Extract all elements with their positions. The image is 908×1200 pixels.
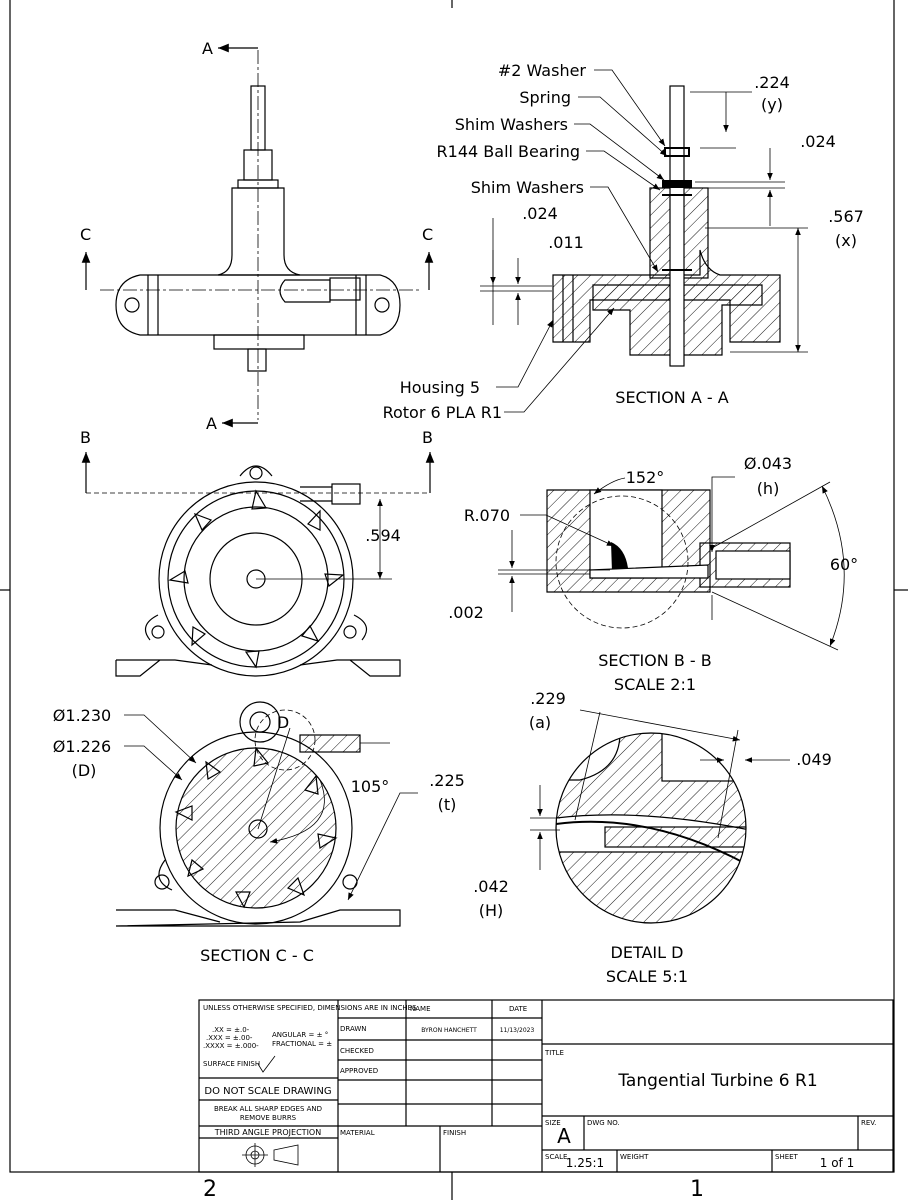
sheet-label: SHEET xyxy=(775,1153,799,1161)
radius-070: R.070 xyxy=(464,506,510,525)
cut-a-top-label: A xyxy=(202,39,213,58)
cut-b-left-label: B xyxy=(80,428,91,447)
front-view: A A C C xyxy=(80,39,434,433)
finish-label: FINISH xyxy=(443,1129,466,1137)
section-bb-scale: SCALE 2:1 xyxy=(614,675,696,694)
col-name: NAME xyxy=(410,1005,431,1013)
dia-043: Ø.043 xyxy=(744,454,792,473)
title-label: TITLE xyxy=(544,1049,564,1057)
drawing-title: Tangential Turbine 6 R1 xyxy=(617,1071,817,1091)
rotor-blades-section xyxy=(174,746,338,909)
dim-t: (t) xyxy=(438,795,457,814)
cut-c-right-label: C xyxy=(422,225,433,244)
tol-fractional: FRACTIONAL = ± xyxy=(272,1040,332,1048)
material-label: MATERIAL xyxy=(340,1129,375,1137)
callout-ball-bearing: R144 Ball Bearing xyxy=(437,142,580,161)
cut-c-left-label: C xyxy=(80,225,91,244)
do-not-scale: DO NOT SCALE DRAWING xyxy=(204,1086,331,1097)
dim-y: (y) xyxy=(761,95,783,114)
drawn-name: BYRON HANCHETT xyxy=(421,1027,477,1034)
tolerance-header: UNLESS OTHERWISE SPECIFIED, DIMENSIONS A… xyxy=(203,1004,417,1012)
surface-finish-icon xyxy=(257,1055,276,1073)
zone-label-1: 1 xyxy=(690,1177,704,1200)
zone-label-2: 2 xyxy=(203,1177,217,1200)
sheet-number: 1 of 1 xyxy=(820,1156,854,1170)
projection-label: THIRD ANGLE PROJECTION xyxy=(214,1128,321,1137)
dim-024-right: .024 xyxy=(800,132,836,151)
dim-D: (D) xyxy=(72,761,97,780)
dia-1230: Ø1.230 xyxy=(53,706,111,725)
dim-h: (h) xyxy=(757,479,780,498)
rotor-blades-top xyxy=(168,489,345,669)
col-date: DATE xyxy=(509,1005,527,1013)
drawing-scale: 1.25:1 xyxy=(566,1156,604,1170)
detail-d-title: DETAIL D xyxy=(611,943,684,962)
dim-H: (H) xyxy=(479,901,504,920)
callout-spring: Spring xyxy=(519,88,571,107)
sheet-size: A xyxy=(557,1124,571,1148)
third-angle-projection-icon xyxy=(242,1143,299,1167)
cut-b-right-label: B xyxy=(422,428,433,447)
dim-049: .049 xyxy=(796,750,832,769)
dim-224: .224 xyxy=(754,73,790,92)
section-aa-title: SECTION A - A xyxy=(615,388,728,407)
section-cc-title: SECTION C - C xyxy=(200,946,314,965)
cut-a-bottom-label: A xyxy=(206,414,217,433)
callout-rotor: Rotor 6 PLA R1 xyxy=(383,403,502,422)
callout-shim-washers-1: Shim Washers xyxy=(455,115,568,134)
approved-label: APPROVED xyxy=(340,1067,378,1075)
section-bb-title: SECTION B - B xyxy=(598,651,711,670)
tol-xx: .XX = ±.0- xyxy=(212,1026,250,1034)
dim-567: .567 xyxy=(828,207,864,226)
tol-xxx: .XXX = ±.00- xyxy=(206,1034,253,1042)
dim-a: (a) xyxy=(529,713,551,732)
checked-label: CHECKED xyxy=(340,1047,374,1055)
weight-label: WEIGHT xyxy=(620,1153,649,1161)
scale-label: SCALE xyxy=(545,1153,567,1161)
dim-042: .042 xyxy=(473,877,509,896)
angle-152: 152° xyxy=(626,468,665,487)
dim-024-left: .024 xyxy=(522,204,558,223)
size-label: SIZE xyxy=(545,1119,561,1127)
dia-1226: Ø1.226 xyxy=(53,737,111,756)
rev-label: REV. xyxy=(861,1119,876,1127)
section-cc-view: D Ø1.230 Ø1.226 (D) 105° .225 (t) SECTIO… xyxy=(53,701,465,965)
section-bb-view: .002 R.070 152° Ø.043 (h) 60° SECTION B … xyxy=(448,454,858,694)
callout-2-washer: #2 Washer xyxy=(498,61,587,80)
title-block: UNLESS OTHERWISE SPECIFIED, DIMENSIONS A… xyxy=(198,999,894,1173)
angle-60: 60° xyxy=(830,555,858,574)
dim-594: .594 xyxy=(365,526,401,545)
angle-105: 105° xyxy=(351,777,390,796)
dim-002: .002 xyxy=(448,603,484,622)
drawn-label: DRAWN xyxy=(340,1025,367,1033)
section-aa-view: #2 Washer Spring Shim Washers R144 Ball … xyxy=(383,61,864,422)
detail-d-view: .042 (H) .229 (a) .049 DETAIL D SCALE 5:… xyxy=(473,689,832,986)
tol-xxxx: .XXXX = ±.000- xyxy=(203,1042,259,1050)
dim-011: .011 xyxy=(548,233,584,252)
detail-d-scale: SCALE 5:1 xyxy=(606,967,688,986)
dim-225: .225 xyxy=(429,771,465,790)
tol-angular: ANGULAR = ± ° xyxy=(272,1031,328,1039)
drawn-date: 11/13/2023 xyxy=(500,1027,535,1034)
callout-housing: Housing 5 xyxy=(400,378,480,397)
dwg-no-label: DWG NO. xyxy=(587,1119,620,1127)
break-edges-line2: REMOVE BURRS xyxy=(240,1114,297,1122)
dim-x: (x) xyxy=(835,231,857,250)
break-edges-line1: BREAK ALL SHARP EDGES AND xyxy=(214,1105,322,1113)
callout-shim-washers-2: Shim Washers xyxy=(471,178,584,197)
dim-229: .229 xyxy=(530,689,566,708)
detail-d-tag: D xyxy=(277,713,289,732)
top-view: B B .594 xyxy=(80,428,435,677)
surface-finish-label: SURFACE FINISH xyxy=(203,1060,260,1068)
